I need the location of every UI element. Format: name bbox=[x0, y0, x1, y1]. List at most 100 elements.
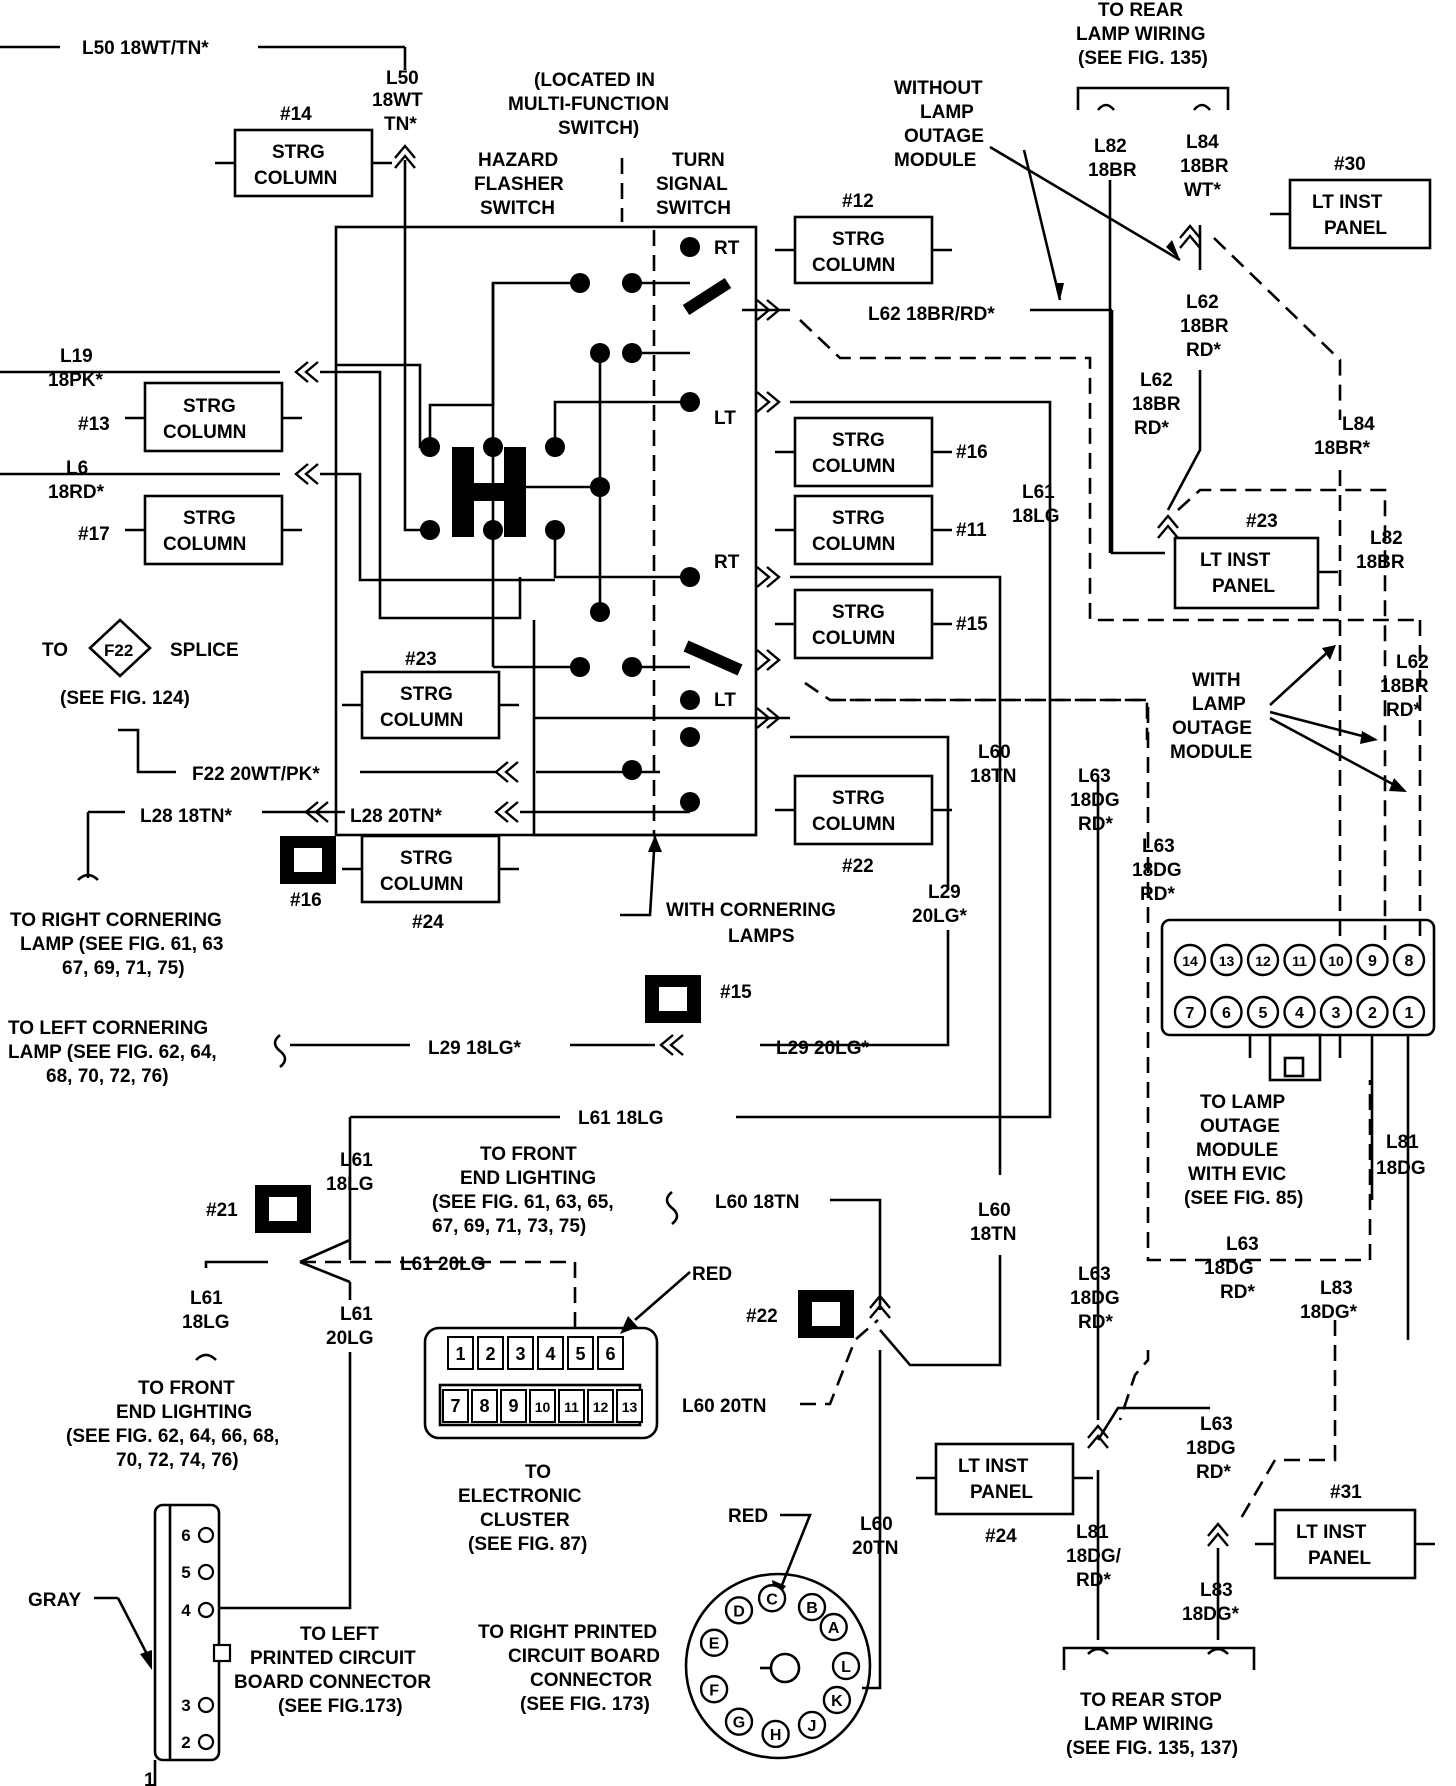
lamp-outage-module-connector bbox=[1160, 918, 1436, 1082]
left-pcb-pin-5-label: 5 bbox=[181, 1563, 190, 1582]
l60-m-label-a: L60 bbox=[978, 1200, 1011, 1221]
l61-e-label-b: 20LG bbox=[326, 1328, 374, 1349]
right-pcb-pin-E-label: E bbox=[709, 1636, 720, 1653]
strg-column-box-16 bbox=[793, 416, 934, 488]
right-pcb-pin-H-label: H bbox=[770, 1727, 782, 1744]
l63-b-label-c: RD* bbox=[1140, 884, 1175, 905]
l61-c-label-b: 18LG bbox=[326, 1174, 374, 1195]
without-label-1: WITHOUT bbox=[894, 78, 983, 99]
to-lom-label-2: OUTAGE bbox=[1200, 1116, 1280, 1137]
lom-pin-8-label: 8 bbox=[1405, 953, 1414, 970]
left-pcb-pin-2-label: 2 bbox=[181, 1733, 190, 1752]
to-rear-stop-label-2: LAMP WIRING bbox=[1084, 1714, 1213, 1735]
l81-label-a: L81 bbox=[1386, 1132, 1419, 1153]
l83-b-label-a: L83 bbox=[1200, 1580, 1233, 1601]
left-pcb-pin-5 bbox=[197, 1563, 215, 1581]
cluster-pin-1-label: 1 bbox=[455, 1344, 465, 1364]
right-pcb-pin-F-label: F bbox=[709, 1682, 719, 1699]
connector-21-label: #21 bbox=[206, 1200, 238, 1221]
l84-label-a: L84 bbox=[1186, 132, 1219, 153]
lt-inst-panel-box-23 bbox=[1173, 536, 1320, 610]
l63-label-c: RD* bbox=[1078, 814, 1113, 835]
located-label-2: MULTI-FUNCTION bbox=[508, 94, 669, 115]
lom-pin-1-label: 1 bbox=[1405, 1005, 1414, 1022]
l83-b-label-b: 18DG* bbox=[1182, 1604, 1240, 1625]
right-pcb-pin-E bbox=[699, 1628, 729, 1657]
l63-label-b: 18DG bbox=[1070, 790, 1120, 811]
cluster-pin-10 bbox=[529, 1389, 556, 1423]
l61-label-b: 18LG bbox=[1012, 506, 1060, 527]
right-pcb-pin-L-label: L bbox=[841, 1659, 851, 1676]
cluster-pin-9 bbox=[500, 1389, 527, 1423]
right-pcb-pin-A bbox=[819, 1612, 848, 1642]
l84-dash-label-b: 18BR* bbox=[1314, 438, 1371, 459]
right-pcb-pin-D bbox=[724, 1596, 754, 1625]
lt-inst-panel-box-24 bbox=[934, 1442, 1075, 1516]
lom-pin-8 bbox=[1392, 943, 1426, 977]
panel-label: PANEL bbox=[1324, 218, 1387, 239]
l29-20-label: L29 20LG* bbox=[776, 1038, 870, 1059]
l84-label-c: WT* bbox=[1184, 180, 1222, 201]
l61-c-label-a: L61 bbox=[340, 1150, 373, 1171]
l62-dash-label-a: L62 bbox=[1396, 652, 1429, 673]
left-pcb-connector bbox=[153, 1503, 221, 1762]
wire-connector-chevron bbox=[1157, 514, 1179, 539]
to-front-2-label-1: TO FRONT bbox=[138, 1378, 235, 1399]
l50-label-a: L50 bbox=[386, 68, 419, 89]
to-cluster-label-3: CLUSTER bbox=[480, 1510, 570, 1531]
svg-text:LT INST: LT INST bbox=[1296, 1522, 1367, 1543]
l50-top-label: L50 18WT/TN* bbox=[82, 38, 209, 59]
lom-pin-1 bbox=[1392, 995, 1426, 1029]
l84-label-b: 18BR bbox=[1180, 156, 1229, 177]
l62-right-label-c: RD* bbox=[1186, 340, 1221, 361]
cluster-pin-3-label: 3 bbox=[515, 1344, 525, 1364]
strg-column-box-22 bbox=[793, 774, 934, 846]
right-pcb-pin-K-label: K bbox=[831, 1693, 843, 1710]
wire-connector-chevron bbox=[1087, 1424, 1109, 1449]
lom-pin-9 bbox=[1356, 943, 1389, 977]
to-lom-label-5: (SEE FIG. 85) bbox=[1184, 1188, 1303, 1209]
wire-connector-chevron bbox=[756, 707, 781, 729]
svg-text:LT INST: LT INST bbox=[1200, 550, 1271, 571]
cluster-pin-6-label: 6 bbox=[605, 1344, 615, 1364]
l63-b-label-a: L63 bbox=[1142, 836, 1175, 857]
see-124-label: (SEE FIG. 124) bbox=[60, 688, 190, 709]
to-left-pcb-label-2: PRINTED CIRCUIT bbox=[250, 1648, 416, 1669]
to-left-pcb-label-1: TO LEFT bbox=[300, 1624, 379, 1645]
l61-e-label-a: L61 bbox=[340, 1304, 373, 1325]
svg-text:STRG: STRG bbox=[183, 508, 236, 529]
to-lom-label-1: TO LAMP bbox=[1200, 1092, 1285, 1113]
right-pcb-pin-F bbox=[699, 1675, 729, 1704]
l83-label-b: 18DG* bbox=[1300, 1302, 1358, 1323]
l28-18-label: L28 18TN* bbox=[140, 806, 232, 827]
svg-text:COLUMN: COLUMN bbox=[163, 422, 246, 443]
l60-18tn-label: L60 18TN bbox=[715, 1192, 799, 1213]
svg-text:PANEL: PANEL bbox=[1212, 576, 1275, 597]
right-pcb-pin-C-label: C bbox=[766, 1591, 778, 1608]
red-label-2: RED bbox=[728, 1506, 768, 1527]
cluster-pin-5-label: 5 bbox=[575, 1344, 585, 1364]
to-right-cornering-label-1: TO RIGHT CORNERING bbox=[10, 910, 222, 931]
l81-c-label-a: L81 bbox=[1076, 1522, 1109, 1543]
wire-connector-chevron bbox=[394, 144, 416, 169]
right-pcb-pin-L bbox=[831, 1651, 861, 1681]
l63-c-label-b: 18DG bbox=[1070, 1288, 1120, 1309]
l29-18-label: L29 18LG* bbox=[428, 1038, 522, 1059]
cluster-pin-11-label: 11 bbox=[564, 1399, 579, 1415]
strg-column-box-14 bbox=[233, 128, 374, 198]
l60-20tn-label: L60 20TN bbox=[682, 1396, 766, 1417]
lom-pin-4-label: 4 bbox=[1295, 1005, 1304, 1022]
lom-pin-6 bbox=[1210, 995, 1243, 1029]
svg-text:PANEL: PANEL bbox=[970, 1482, 1033, 1503]
lom-pin-6-label: 6 bbox=[1222, 1005, 1231, 1022]
wire-connector-chevron bbox=[756, 391, 781, 413]
connector-13-label: #13 bbox=[78, 414, 110, 435]
lom-pin-12-label: 12 bbox=[1255, 953, 1271, 969]
left-pcb-pin-4-label: 4 bbox=[181, 1601, 191, 1620]
l60-n-label-b: 20TN bbox=[852, 1538, 898, 1559]
f22-splice-diamond bbox=[88, 618, 152, 678]
lom-pin-11-label: 11 bbox=[1292, 953, 1307, 969]
l63-c-label-a: L63 bbox=[1078, 1264, 1111, 1285]
without-label-2: LAMP bbox=[920, 102, 974, 123]
left-pcb-pin-4 bbox=[197, 1601, 215, 1619]
